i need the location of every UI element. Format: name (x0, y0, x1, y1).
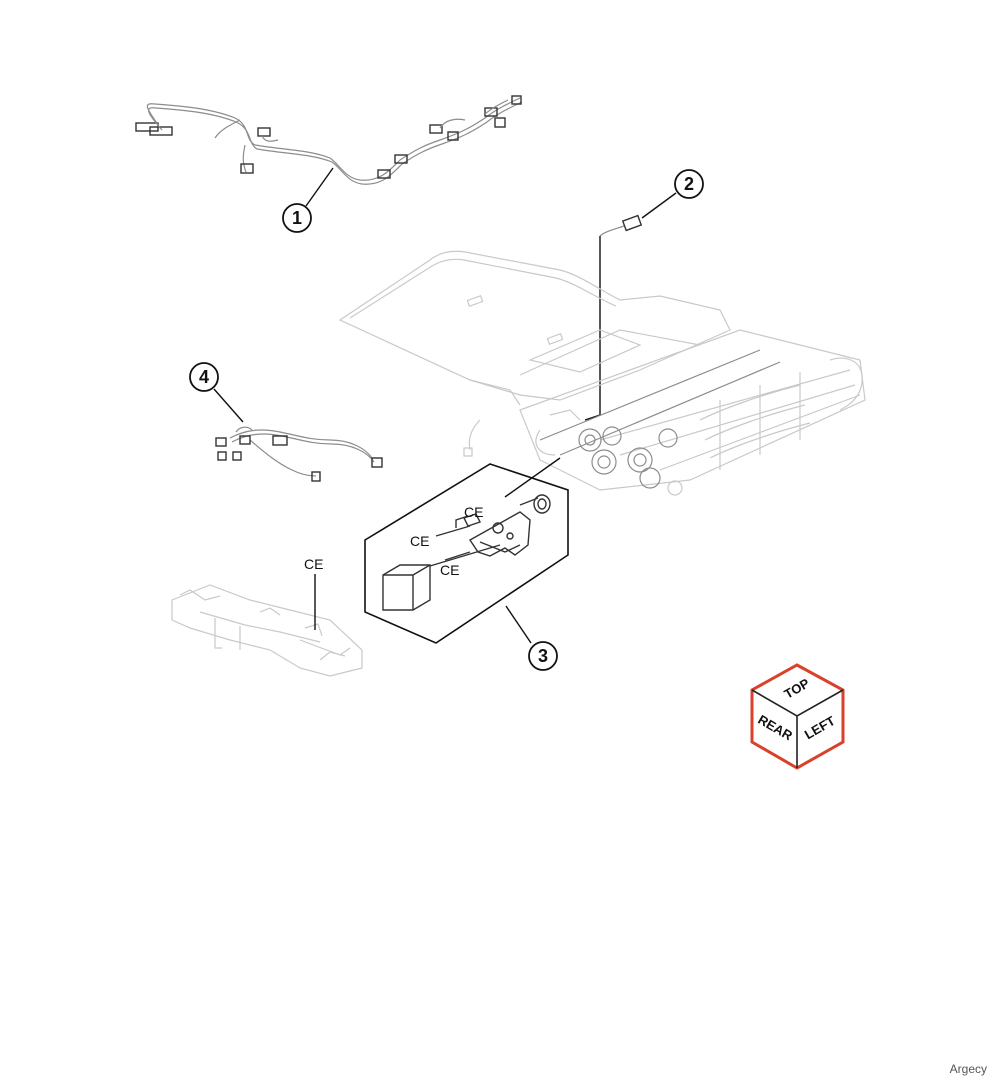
callout-1-number: 1 (292, 208, 302, 228)
callout-3-number: 3 (538, 646, 548, 666)
callout-4-number: 4 (199, 367, 209, 387)
leader-2-drop (584, 236, 601, 421)
wire-harness-1 (135, 95, 523, 185)
leader-4 (213, 388, 244, 423)
ce-label-lower: CE (440, 562, 459, 578)
ce-label-middle: CE (410, 533, 429, 549)
callout-2: 2 (674, 169, 704, 199)
ce-label-bracket: CE (304, 556, 323, 572)
connector-part-2 (599, 214, 643, 237)
leader-2 (641, 192, 677, 219)
ce-label-upper: CE (464, 504, 483, 520)
leader-3 (505, 605, 532, 644)
callout-1: 1 (282, 203, 312, 233)
roller-assembly (519, 329, 866, 496)
leader-1 (305, 167, 334, 207)
callout-4: 4 (189, 362, 219, 392)
wire-harness-4 (215, 426, 383, 482)
orientation-cube: TOP REAR LEFT (750, 663, 845, 770)
watermark-text: Argecy (949, 1062, 987, 1076)
ce-bracket (171, 584, 363, 677)
callout-3: 3 (528, 641, 558, 671)
kit-3-frame (364, 463, 569, 644)
tray-assembly (338, 250, 731, 457)
callout-2-number: 2 (684, 174, 694, 194)
kit-3-link-line (504, 457, 561, 498)
kit-3-parts (382, 494, 551, 611)
